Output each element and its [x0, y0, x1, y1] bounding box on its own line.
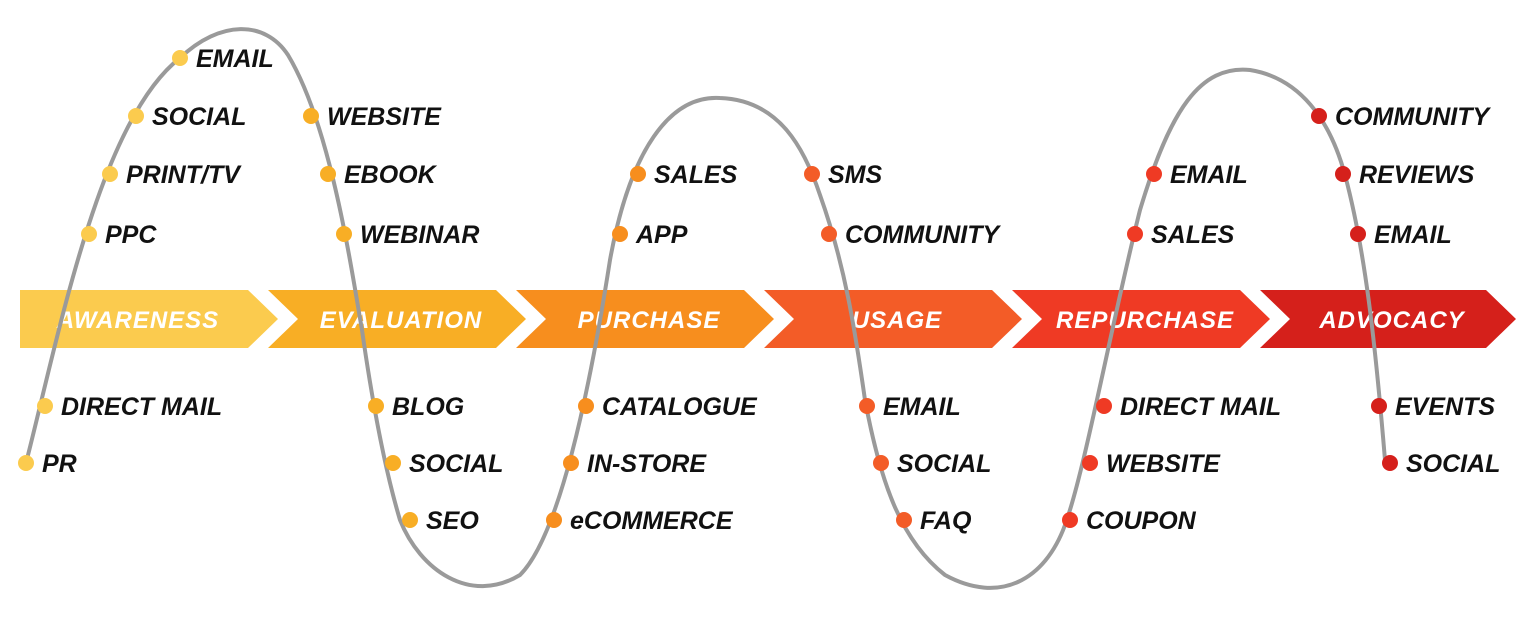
touchpoint-label-evaluation-social: SOCIAL — [409, 450, 503, 478]
touchpoint-label-advocacy-community: COMMUNITY — [1335, 103, 1491, 131]
touchpoint-label-usage-community: COMMUNITY — [845, 221, 1001, 249]
stage-arrow-purchase — [516, 290, 774, 348]
touchpoint-label-repurchase-direct-mail: DIRECT MAIL — [1120, 393, 1281, 421]
touchpoints: EMAIL SOCIAL PRINT/TV PPC DIRECT MAIL PR WEBSI… — [18, 45, 1500, 535]
stage-label-evaluation: EVALUATION — [320, 307, 482, 334]
touchpoint-dot-awareness-email — [172, 50, 188, 66]
touchpoint-label-purchase-in-store: IN-STORE — [587, 450, 707, 478]
touchpoint-dot-repurchase-direct-mail — [1096, 398, 1112, 414]
touchpoint-dot-advocacy-events — [1371, 398, 1387, 414]
touchpoint-dot-advocacy-social — [1382, 455, 1398, 471]
touchpoint-label-purchase-ecommerce: eCOMMERCE — [570, 507, 734, 535]
touchpoint-label-awareness-ppc: PPC — [105, 221, 157, 249]
touchpoint-dot-awareness-social — [128, 108, 144, 124]
touchpoint-dot-awareness-ppc — [81, 226, 97, 242]
stage-label-repurchase: REPURCHASE — [1056, 307, 1234, 334]
touchpoint-dot-usage-faq — [896, 512, 912, 528]
touchpoint-dot-evaluation-blog — [368, 398, 384, 414]
touchpoint-dot-awareness-direct-mail — [37, 398, 53, 414]
touchpoint-dot-advocacy-reviews — [1335, 166, 1351, 182]
touchpoint-label-purchase-catalogue: CATALOGUE — [602, 393, 758, 421]
touchpoint-label-advocacy-events: EVENTS — [1395, 393, 1495, 421]
touchpoint-label-purchase-sales: SALES — [654, 161, 738, 189]
touchpoint-dot-purchase-sales — [630, 166, 646, 182]
touchpoint-label-usage-social: SOCIAL — [897, 450, 991, 478]
stage-arrow-advocacy — [1260, 290, 1516, 348]
touchpoint-dot-repurchase-coupon — [1062, 512, 1078, 528]
touchpoint-label-awareness-social: SOCIAL — [152, 103, 246, 131]
touchpoint-dot-evaluation-seo — [402, 512, 418, 528]
touchpoint-label-usage-faq: FAQ — [920, 507, 972, 535]
touchpoint-label-advocacy-reviews: REVIEWS — [1359, 161, 1475, 189]
touchpoint-label-evaluation-website: WEBSITE — [327, 103, 442, 131]
touchpoint-label-awareness-direct-mail: DIRECT MAIL — [61, 393, 222, 421]
touchpoint-dot-advocacy-community — [1311, 108, 1327, 124]
touchpoint-dot-evaluation-webinar — [336, 226, 352, 242]
journey-curve — [24, 27, 1387, 590]
touchpoint-dot-repurchase-website — [1082, 455, 1098, 471]
touchpoint-dot-usage-sms — [804, 166, 820, 182]
touchpoint-dot-evaluation-ebook — [320, 166, 336, 182]
touchpoint-dot-usage-email — [859, 398, 875, 414]
touchpoint-dot-repurchase-email — [1146, 166, 1162, 182]
stage-arrow-evaluation — [268, 290, 526, 348]
touchpoint-label-advocacy-email: EMAIL — [1374, 221, 1452, 249]
touchpoint-label-evaluation-webinar: WEBINAR — [360, 221, 479, 249]
touchpoint-dot-usage-community — [821, 226, 837, 242]
touchpoint-dot-awareness-print-tv — [102, 166, 118, 182]
touchpoint-label-evaluation-seo: SEO — [426, 507, 479, 535]
touchpoint-label-advocacy-social: SOCIAL — [1406, 450, 1500, 478]
touchpoint-label-purchase-app: APP — [635, 221, 688, 249]
touchpoint-label-awareness-pr: PR — [42, 450, 77, 478]
touchpoint-dot-evaluation-website — [303, 108, 319, 124]
touchpoint-dot-repurchase-sales — [1127, 226, 1143, 242]
touchpoint-label-usage-email: EMAIL — [883, 393, 961, 421]
touchpoint-dot-purchase-catalogue — [578, 398, 594, 414]
touchpoint-dot-usage-social — [873, 455, 889, 471]
touchpoint-dot-purchase-app — [612, 226, 628, 242]
touchpoint-label-repurchase-sales: SALES — [1151, 221, 1235, 249]
touchpoint-label-awareness-print-tv: PRINT/TV — [126, 161, 242, 189]
stage-label-awareness: AWARENESS — [56, 307, 219, 334]
touchpoint-dot-awareness-pr — [18, 455, 34, 471]
touchpoint-dot-purchase-ecommerce — [546, 512, 562, 528]
touchpoint-dot-advocacy-email — [1350, 226, 1366, 242]
touchpoint-label-evaluation-blog: BLOG — [392, 393, 464, 421]
stage-label-advocacy: ADVOCACY — [1318, 307, 1465, 334]
touchpoint-dot-purchase-in-store — [563, 455, 579, 471]
touchpoint-label-usage-sms: SMS — [828, 161, 883, 189]
touchpoint-label-repurchase-email: EMAIL — [1170, 161, 1248, 189]
touchpoint-label-repurchase-website: WEBSITE — [1106, 450, 1221, 478]
stage-arrow-awareness — [20, 290, 278, 348]
touchpoint-label-awareness-email: EMAIL — [196, 45, 274, 73]
touchpoint-label-repurchase-coupon: COUPON — [1086, 507, 1197, 535]
stage-arrow-repurchase — [1012, 290, 1270, 348]
stage-arrow-usage — [764, 290, 1022, 348]
touchpoint-label-evaluation-ebook: EBOOK — [344, 161, 438, 189]
stage-label-usage: USAGE — [852, 307, 942, 334]
touchpoint-dot-evaluation-social — [385, 455, 401, 471]
